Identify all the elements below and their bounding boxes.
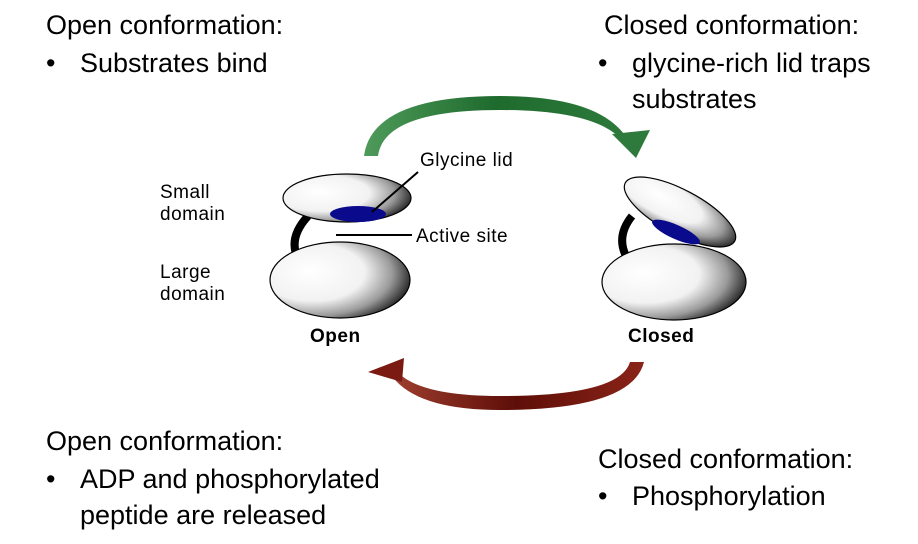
closed-conformation: [601, 176, 747, 321]
top-left-title: Open conformation:: [46, 10, 284, 40]
bottom-left-title: Open conformation:: [46, 426, 284, 456]
small-domain-label-line2: domain: [160, 204, 226, 225]
top-green-arrow: [364, 96, 650, 158]
glycine-lid-label: Glycine lid: [420, 150, 514, 171]
closed-glycine-lid: [652, 219, 700, 245]
bullet-dot: •: [598, 481, 608, 511]
glycine-lid-pointer: [371, 171, 419, 213]
bullet-dot: •: [46, 464, 56, 494]
bottom-right-title: Closed conformation:: [598, 444, 854, 474]
bullet-dot: •: [598, 48, 608, 78]
bottom-right-bullet-text: Phosphorylation: [632, 481, 826, 511]
large-domain-label-line2: domain: [160, 284, 226, 305]
top-left-bullet-text: Substrates bind: [80, 48, 268, 78]
small-domain-label-line1: Small: [160, 182, 211, 203]
open-large-domain: [269, 241, 411, 319]
top-right-bullet-line2: substrates: [632, 84, 757, 114]
top-right-bullet-line1: glycine-rich lid traps: [632, 48, 871, 78]
active-site-label: Active site: [416, 226, 509, 247]
closed-hinge: [618, 213, 636, 258]
bottom-left-bullet-line2: peptide are released: [80, 500, 327, 530]
bullet-dot: •: [46, 48, 56, 78]
open-glycine-lid: [330, 206, 386, 222]
open-state-label: Open: [310, 326, 361, 347]
closed-state-label: Closed: [628, 326, 695, 347]
top-right-title: Closed conformation:: [604, 10, 860, 40]
closed-large-domain: [601, 243, 747, 321]
large-domain-label-line1: Large: [160, 262, 212, 283]
open-conformation: [269, 171, 419, 319]
bottom-left-bullet-line1: ADP and phosphorylated: [80, 464, 380, 494]
bottom-red-arrow: [368, 358, 644, 410]
